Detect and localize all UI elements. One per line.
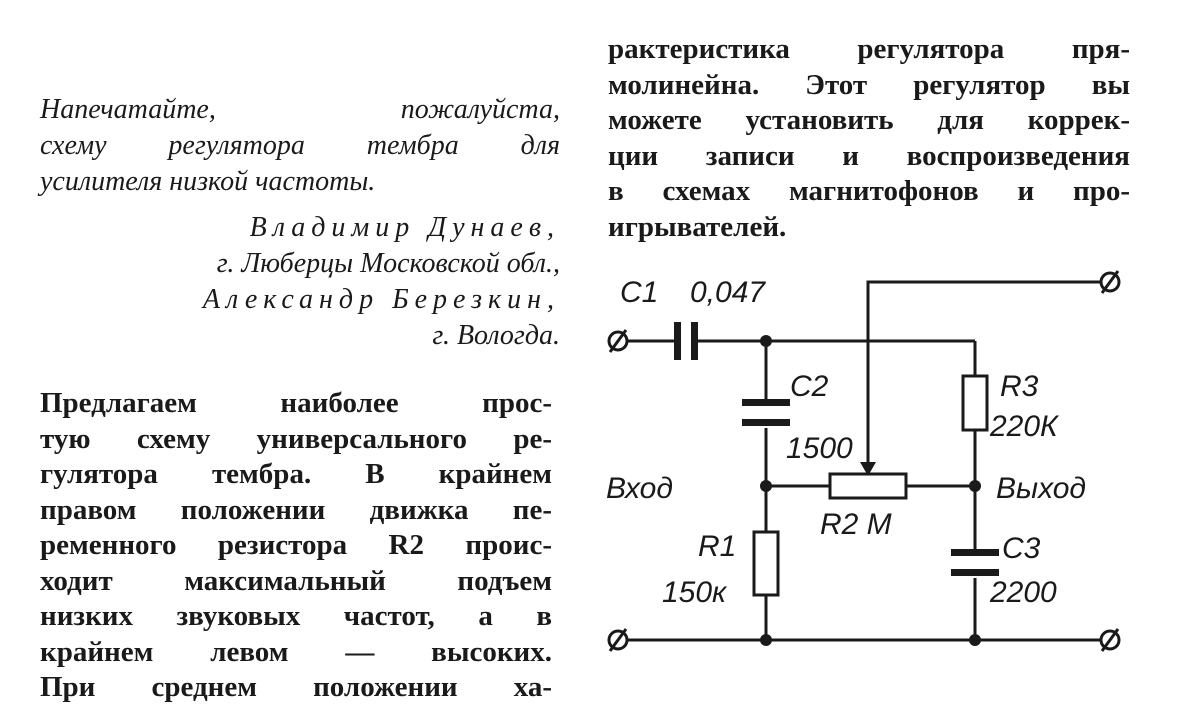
answer-line: ременного резистора R2 проис- [40,529,552,561]
junctions [760,335,981,646]
answer-line: правом положении движка пе- [40,493,552,526]
answer-line: рактеристика регулятора пря- [608,33,1130,65]
capacitor-plate [742,419,790,426]
answer-line: можете установить для коррек- [608,104,1130,136]
answer-line: крайнем левом — высоких. [40,635,552,668]
answer-line: в схемах магнитофонов и про- [608,175,1130,207]
capacitor-plate [951,569,999,576]
answer-line: низких звуковых частот, а в [40,600,552,632]
author-name: Александр Березкин, [202,284,560,315]
answer-text-right-column: рактеристика регулятора пря- молинейна. … [608,32,1130,245]
wires [626,280,1102,642]
author-city: г. Вологда. [432,320,560,351]
letter-line: схему регулятора тембра для [40,130,560,161]
terminal-ground-left-icon [607,628,629,652]
r1-value-label: 150к [662,576,728,609]
wire-wiper [866,280,1102,469]
capacitor-plate [742,399,790,406]
output-label: Выход [996,472,1086,505]
c2-value-label: 1500 [786,432,853,465]
capacitor-plate [674,322,681,360]
junction-dot [760,335,772,347]
c1-value-label: 0,047 [690,276,766,309]
answer-text-left-column: Предлагаем наиболее прос- тую схему унив… [40,386,552,706]
tone-control-schematic: C1 0,047 C2 1500 Вход Выход R3 220К R2 М… [606,270,1121,652]
junction-dot [760,480,772,492]
author-city: г. Люберцы Московской обл., [216,248,560,279]
resistor-r1 [752,530,780,597]
junction-dot [969,634,981,646]
wiper-arrow-icon [860,462,876,476]
input-label: Вход [606,472,673,505]
r3-name-label: R3 [1000,370,1039,403]
answer-line: Предлагаем наиболее прос- [40,387,552,419]
r1-name-label: R1 [698,530,736,563]
terminal-ground-right-icon [1099,628,1121,652]
capacitor-plate [691,322,698,360]
reader-letter: Напечатайте, пожалуйста, схему регулятор… [40,92,560,354]
letter-line: усилителя низкой частоты. [40,166,376,197]
r3-value-label: 220К [989,410,1060,443]
letter-question: Напечатайте, пожалуйста, схему регулятор… [40,92,560,200]
capacitor-c3 [951,549,999,576]
r2-label: R2 М [820,508,892,541]
resistor-r3 [961,374,989,432]
terminal-output-icon [1099,270,1121,294]
answer-line: тую схему универсального ре- [40,422,552,455]
author-name: Владимир Дунаев, [249,212,560,243]
c3-name-label: C3 [1002,532,1041,565]
terminals [607,270,1121,652]
answer-line: При среднем положении ха- [40,671,552,703]
letter-signature: Владимир Дунаев, г. Люберцы Московской о… [40,210,560,354]
answer-line: гулятора тембра. В крайнем [40,458,552,490]
answer-line: ции записи и воспроизведения [608,139,1130,172]
letter-line: Напечатайте, пожалуйста, [40,94,560,125]
junction-dot [760,634,772,646]
c3-value-label: 2200 [989,576,1057,609]
capacitor-plate [951,549,999,556]
terminal-input-icon [607,329,629,353]
capacitor-c1 [674,322,698,360]
answer-line: ходит максимальный подъем [40,564,552,597]
c1-name-label: C1 [620,276,658,309]
junction-dot [969,480,981,492]
capacitor-c2 [742,399,790,426]
resistor-r2 [828,472,908,500]
c2-name-label: C2 [790,370,829,403]
answer-line: молинейна. Этот регулятор вы [608,68,1130,101]
answer-line: игрывателей. [608,210,787,243]
